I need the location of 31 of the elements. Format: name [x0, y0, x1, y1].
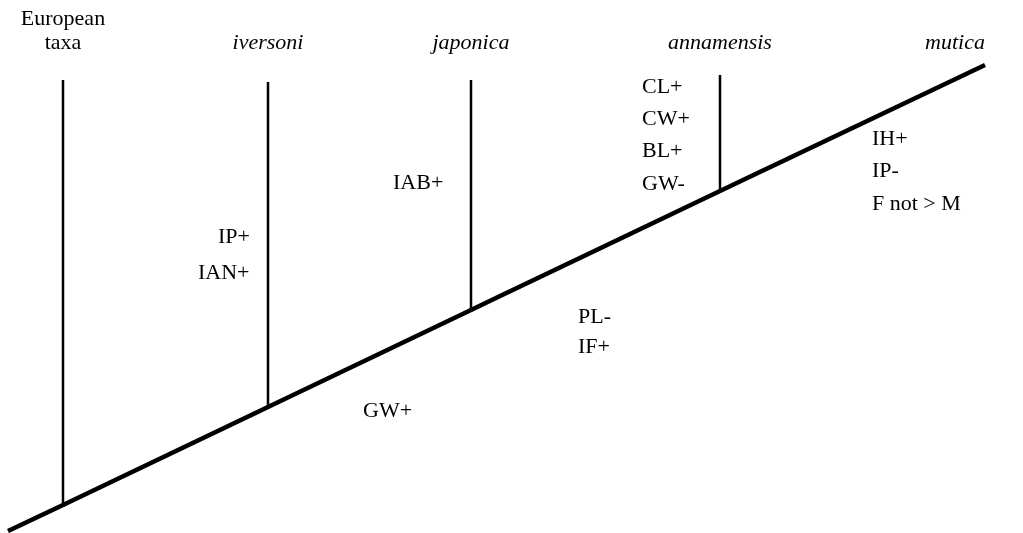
branch-line [718, 75, 722, 191]
character-label: PL- [578, 304, 611, 328]
taxon-label: japonica [432, 30, 510, 54]
character-label: GW+ [363, 398, 413, 422]
branch-node [718, 189, 722, 193]
branch-line [266, 82, 270, 407]
character-label: GW- [642, 171, 685, 195]
taxon-label: mutica [925, 30, 985, 54]
branch-line [470, 188, 721, 313]
branch-node [266, 405, 270, 409]
character-label: BL+ [642, 138, 683, 162]
branch-node [61, 503, 65, 507]
branch-line [719, 62, 986, 194]
taxon-label: annamensis [668, 30, 772, 54]
character-label: CW+ [642, 106, 690, 130]
character-label: IP- [872, 158, 899, 182]
taxon-label: iversoni [232, 30, 304, 54]
taxon-label: European taxa [19, 6, 107, 54]
branch-line [62, 404, 269, 508]
branch-line [7, 502, 64, 533]
branch-line [469, 80, 473, 310]
character-label: IP+ [218, 224, 250, 248]
character-label: IH+ [872, 126, 908, 150]
character-label: F not > M [872, 191, 961, 215]
character-label: IF+ [578, 334, 610, 358]
branch-line [61, 80, 65, 505]
branch-line [267, 307, 472, 410]
character-label: IAN+ [198, 260, 250, 284]
character-label: IAB+ [393, 170, 444, 194]
branch-node [469, 308, 473, 312]
character-label: CL+ [642, 74, 683, 98]
